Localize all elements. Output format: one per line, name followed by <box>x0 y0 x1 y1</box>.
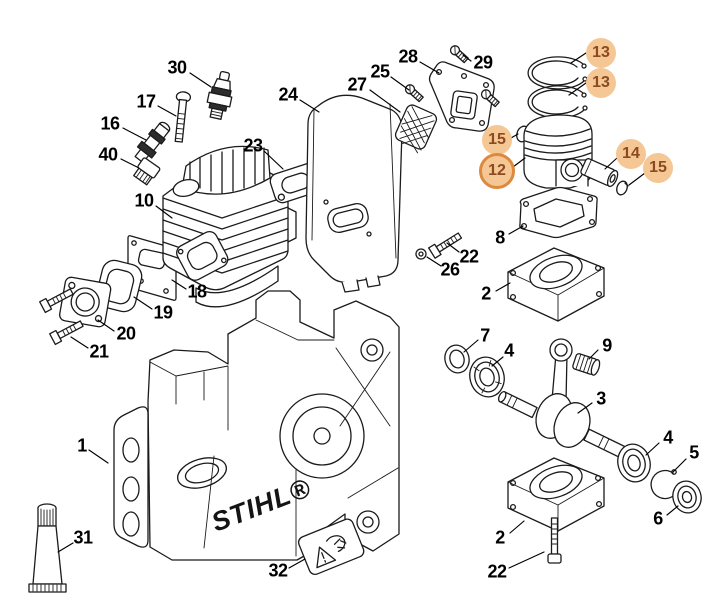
part-callout-8: 8 <box>495 227 505 248</box>
part-callout-17: 17 <box>136 91 156 112</box>
part-warning-label <box>297 518 365 576</box>
part-callout-28: 28 <box>398 46 418 67</box>
part-callout-9: 9 <box>602 335 612 356</box>
part-callout-5: 5 <box>689 442 699 463</box>
part-callout-2: 2 <box>481 283 491 304</box>
leader-lines <box>57 52 687 569</box>
part-callout-19: 19 <box>153 302 173 323</box>
part-spark-plug <box>206 70 233 120</box>
part-sealant-tube <box>28 503 67 593</box>
part-piston-ring <box>527 56 588 90</box>
part-muffler-bracket <box>428 61 495 132</box>
part-piston-pin <box>580 158 619 188</box>
part-plug <box>133 157 161 186</box>
part-pan-screw <box>428 232 463 259</box>
part-cylinder-screw <box>174 91 192 143</box>
part-callout-15[interactable]: 15 <box>643 153 673 183</box>
part-callout-15[interactable]: 15 <box>482 125 512 155</box>
part-screw <box>480 89 500 108</box>
part-screw <box>404 84 424 103</box>
part-engine-pan <box>507 457 605 532</box>
part-callout-16: 16 <box>100 113 120 134</box>
part-callout-3: 3 <box>596 388 606 409</box>
part-callout-4: 4 <box>504 340 514 361</box>
part-flange-screw <box>39 288 74 314</box>
part-callout-40: 40 <box>98 144 118 165</box>
part-callout-29: 29 <box>473 52 493 73</box>
part-callout-13[interactable]: 13 <box>586 68 616 98</box>
part-callout-30: 30 <box>167 57 187 78</box>
part-spark-arrester <box>394 104 438 154</box>
part-callout-20: 20 <box>116 323 136 344</box>
part-callout-21: 21 <box>89 341 109 362</box>
part-bearing <box>617 443 651 483</box>
part-muffler <box>305 94 403 293</box>
part-oil-seal <box>444 344 470 374</box>
part-callout-26: 26 <box>440 259 460 280</box>
part-oil-seal <box>672 480 702 514</box>
part-crankshaft <box>497 338 651 469</box>
part-callout-23: 23 <box>243 135 263 156</box>
part-screw <box>449 45 469 64</box>
part-callout-12[interactable]: 12 <box>479 153 515 189</box>
part-circlip <box>616 180 629 196</box>
part-callout-2: 2 <box>495 527 505 548</box>
part-washer <box>415 248 427 260</box>
part-needle-cage <box>572 353 601 376</box>
part-callout-27: 27 <box>347 74 367 95</box>
part-callout-7: 7 <box>480 325 490 346</box>
part-flange-screw <box>49 320 84 346</box>
part-callout-13[interactable]: 13 <box>586 38 616 68</box>
part-cylinder-gasket <box>519 186 598 239</box>
part-callout-18: 18 <box>187 281 207 302</box>
part-callout-31: 31 <box>73 527 93 548</box>
part-callout-22: 22 <box>487 561 507 582</box>
part-callout-6: 6 <box>653 508 663 529</box>
part-crankcase: STIHL® <box>113 290 400 561</box>
part-engine-pan <box>507 247 605 322</box>
part-callout-10: 10 <box>134 190 154 211</box>
part-decompression-valve <box>134 121 171 164</box>
part-pan-screw <box>547 517 562 564</box>
part-callout-4: 4 <box>663 427 673 448</box>
part-callout-14[interactable]: 14 <box>616 139 646 169</box>
part-callout-24: 24 <box>278 84 298 105</box>
part-cylinder <box>162 145 297 308</box>
part-bearing <box>469 356 505 398</box>
part-callout-1: 1 <box>77 435 87 456</box>
part-callout-25: 25 <box>370 61 390 82</box>
part-callout-22: 22 <box>459 246 479 267</box>
part-callout-32: 32 <box>268 560 288 581</box>
